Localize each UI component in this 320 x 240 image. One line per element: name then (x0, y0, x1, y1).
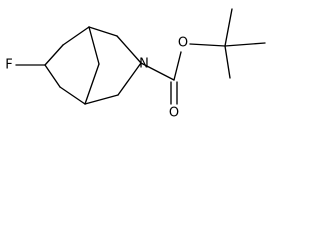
bond-n-carbonyl-c (140, 62, 175, 81)
bond-quaternary-c-methyl-right (224, 42, 266, 47)
bond-n-c4 (117, 62, 142, 96)
molecule-structure: F N O O (5, 8, 266, 121)
bond-bridge-c8-c5 (84, 63, 100, 105)
bond-carbonyl-c-o-upper (173, 51, 182, 81)
bond-c5-c6 (59, 86, 86, 105)
bond-c7-c1 (44, 44, 64, 66)
fluorine-atom-label: F (5, 58, 12, 73)
bond-quaternary-c-methyl-top (224, 8, 233, 47)
carbamate-group (140, 51, 182, 105)
tert-butyl-group (189, 8, 266, 79)
bond-c3-n (116, 35, 142, 64)
nitrogen-atom-label: N (139, 57, 149, 72)
bond-c1-c2 (62, 26, 90, 46)
bond-c6-c7 (44, 64, 61, 88)
ester-oxygen-atom-label: O (178, 36, 188, 51)
bond-c4-c5 (84, 94, 119, 105)
carbonyl-oxygen-atom-label: O (169, 106, 179, 121)
bond-c2-c3 (88, 26, 118, 37)
bond-quaternary-c-methyl-bottom (224, 45, 231, 79)
bond-bridge-c2-c8 (88, 26, 100, 65)
bond-o-quaternary-c (189, 43, 226, 47)
bicyclic-ring (44, 26, 142, 105)
